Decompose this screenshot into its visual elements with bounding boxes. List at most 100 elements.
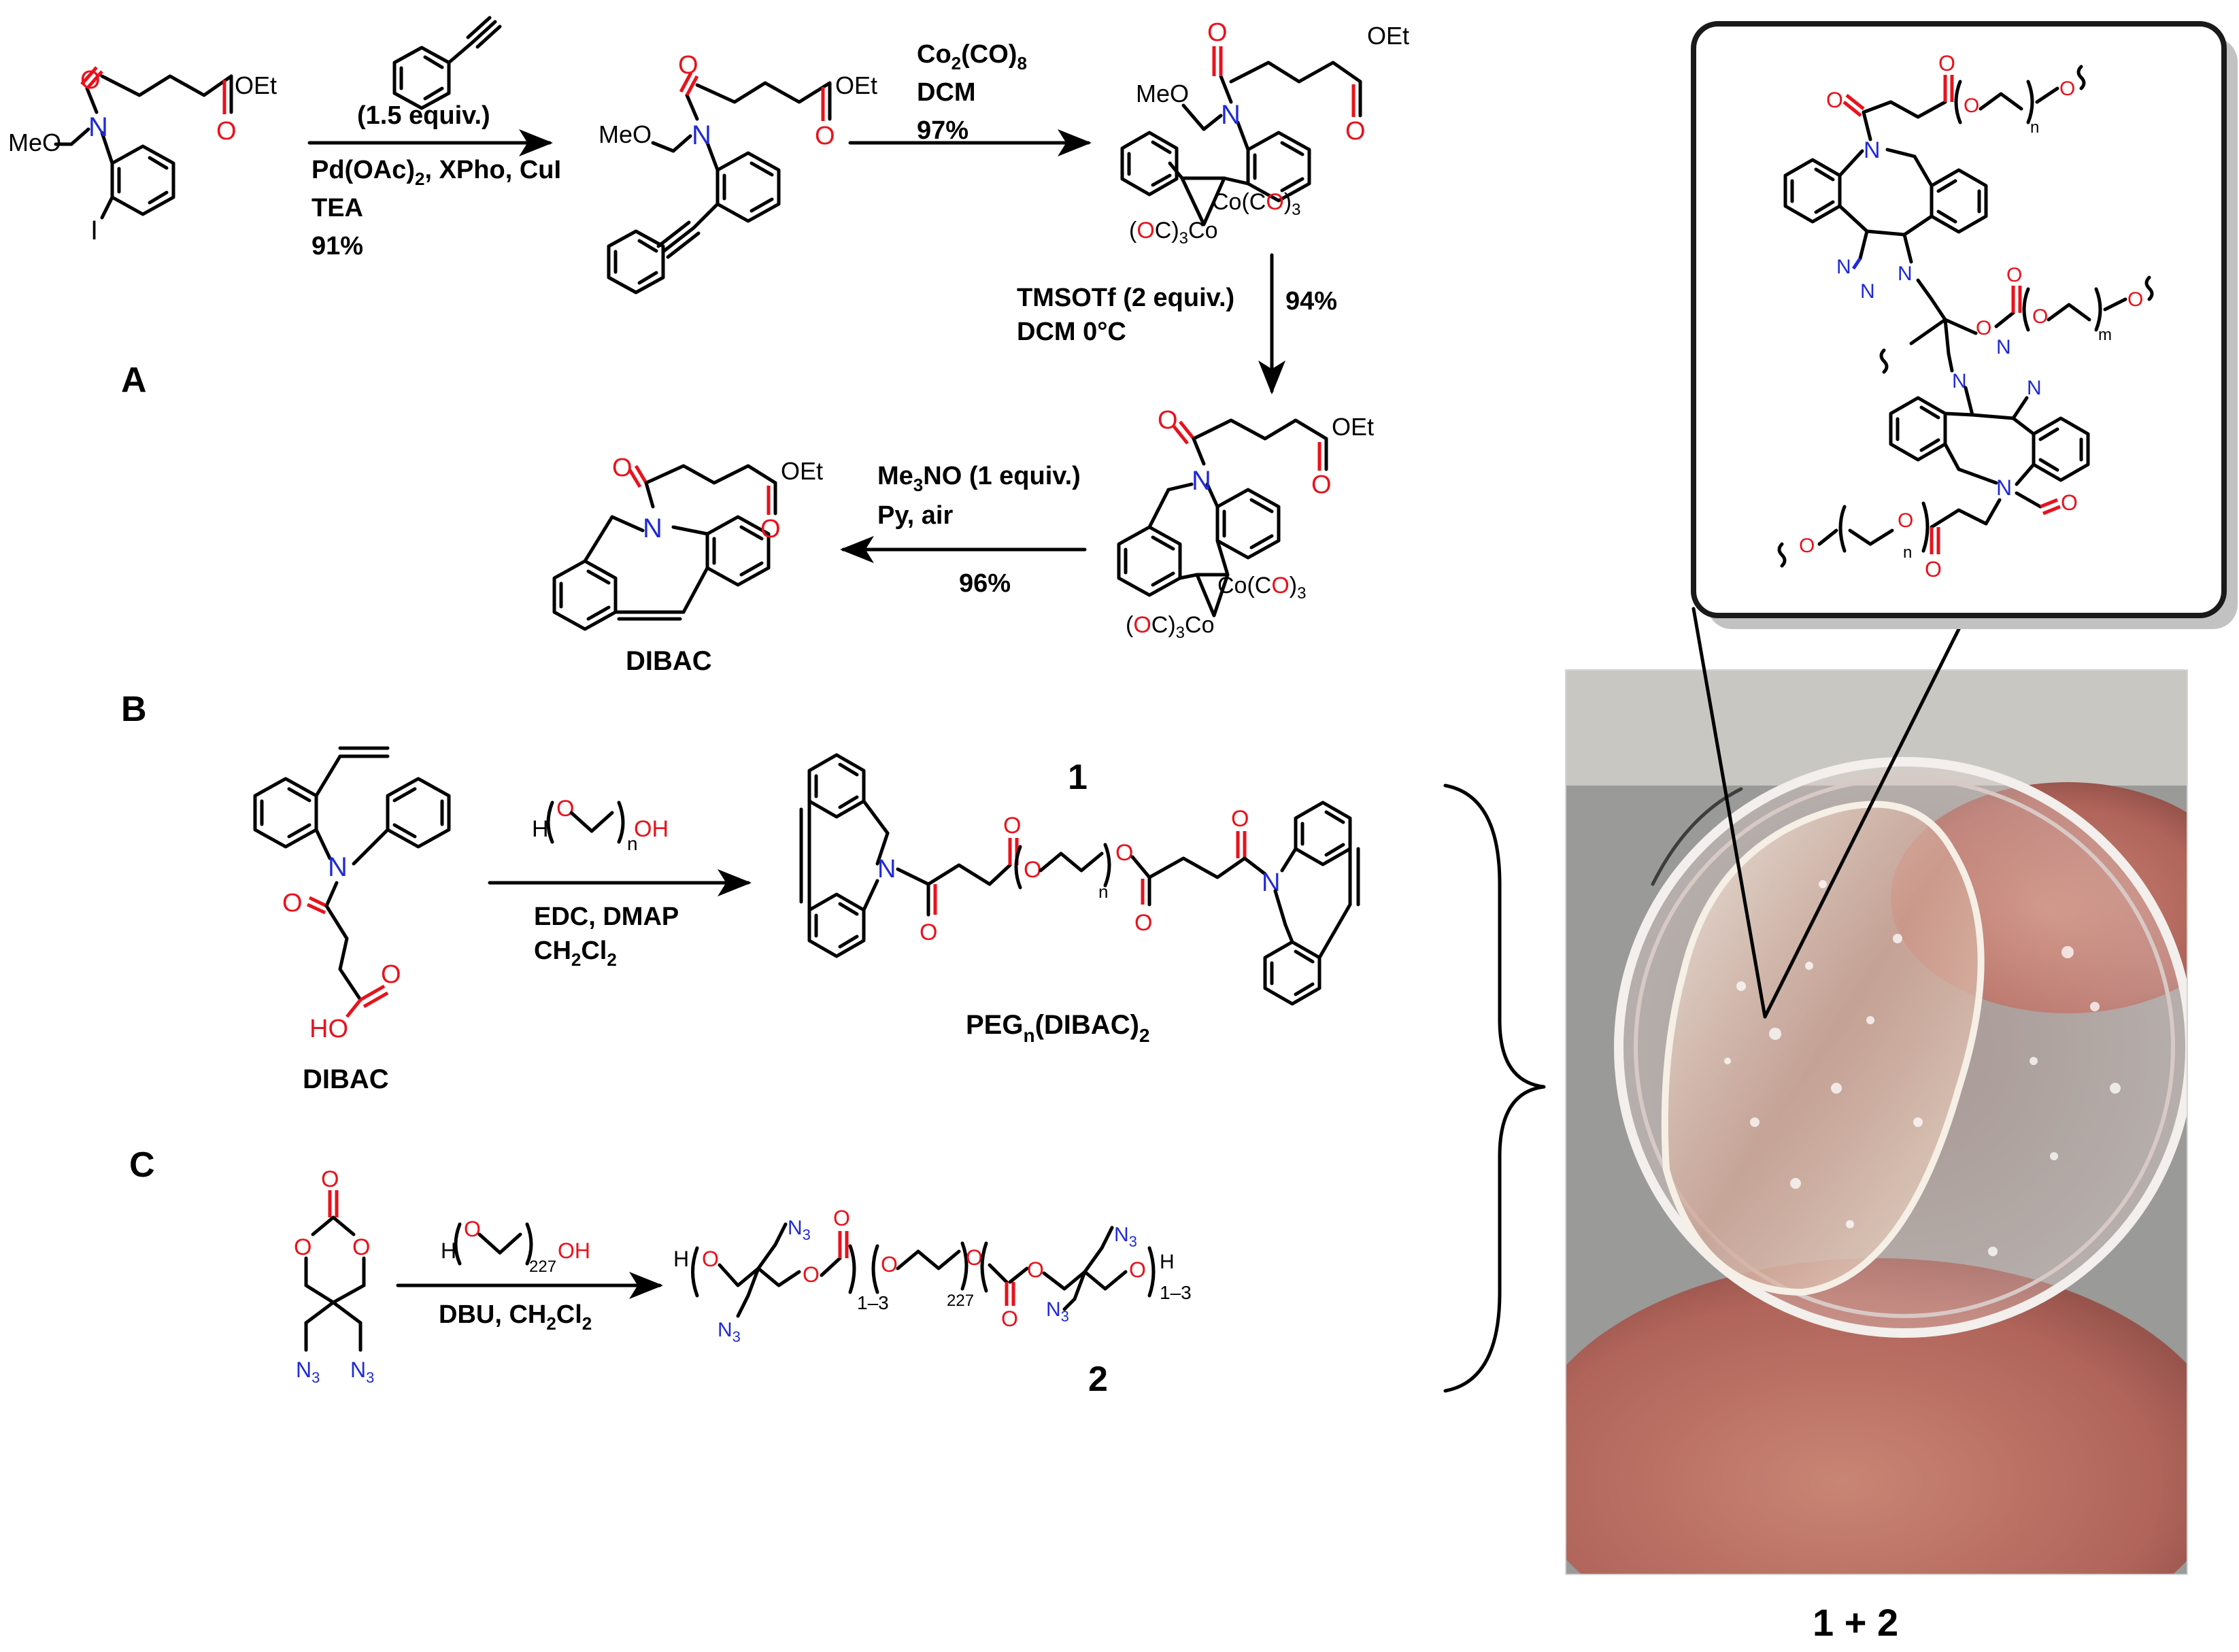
dibac-acid-reactant: N O O HO DIBAC bbox=[253, 746, 451, 1094]
n-label-b2: N bbox=[877, 855, 896, 883]
svg-text:O: O bbox=[1964, 95, 1979, 117]
reaction-arrow-2: Co2(CO)8 DCM 97% bbox=[848, 40, 1092, 156]
meo-label: MeO bbox=[8, 129, 61, 156]
svg-text:O: O bbox=[2006, 264, 2022, 286]
callout-line-left bbox=[1691, 607, 1767, 1019]
svg-text:N3: N3 bbox=[1046, 1298, 1069, 1325]
svg-text:O: O bbox=[1129, 1258, 1146, 1282]
svg-text:N3: N3 bbox=[296, 1358, 320, 1386]
panel-label-c: C bbox=[129, 1145, 155, 1185]
step2-yield: 97% bbox=[917, 116, 969, 145]
curly-brace bbox=[1443, 783, 1546, 1393]
step1-equiv: (1.5 equiv.) bbox=[357, 101, 490, 130]
svg-text:O: O bbox=[1001, 1307, 1018, 1331]
svg-text:N3: N3 bbox=[718, 1319, 741, 1345]
step4-conditions: Py, air bbox=[877, 501, 953, 530]
product-2-number: 2 bbox=[1088, 1360, 1108, 1399]
product-1-label: PEGn(DIBAC)2 bbox=[966, 1010, 1149, 1046]
svg-text:O: O bbox=[1003, 813, 1021, 839]
svg-text:O: O bbox=[80, 66, 101, 95]
svg-text:O: O bbox=[803, 1262, 820, 1287]
dibac-product-a: N O O OEt DIBAC bbox=[552, 454, 823, 676]
svg-text:Co(CO)3: Co(CO)3 bbox=[1212, 189, 1300, 219]
svg-text:N3: N3 bbox=[1114, 1224, 1137, 1250]
svg-text:O: O bbox=[1938, 51, 1955, 75]
rep-subscript-1: 1–3 bbox=[857, 1292, 889, 1313]
svg-text:O: O bbox=[833, 1206, 850, 1230]
step2-solvent: DCM bbox=[917, 78, 976, 107]
svg-text:O: O bbox=[678, 51, 698, 80]
peg-c-o: O bbox=[464, 1217, 481, 1241]
step3-yield: 94% bbox=[1285, 287, 1337, 316]
svg-text:O: O bbox=[352, 1234, 370, 1260]
svg-text:O: O bbox=[1115, 840, 1133, 866]
oet-label-2: OEt bbox=[835, 71, 877, 99]
reaction-arrow-3: TMSOTf (2 equiv.) DCM 0°C 94% bbox=[1017, 253, 1337, 394]
svg-text:O: O bbox=[966, 1245, 983, 1270]
svg-text:O: O bbox=[1311, 471, 1332, 499]
panel-label-a: A bbox=[121, 360, 147, 400]
oet-label-1: OEt bbox=[235, 71, 277, 99]
svg-text:O: O bbox=[1231, 806, 1249, 832]
peg-oh: OH bbox=[634, 816, 669, 842]
product-2-h-left: H bbox=[673, 1247, 689, 1271]
svg-text:O: O bbox=[1799, 535, 1815, 557]
amide-n-label: N bbox=[88, 112, 108, 142]
step-b-solvent: CH2Cl2 bbox=[534, 937, 617, 970]
step1-catalyst: Pd(OAc)2, XPho, CuI bbox=[312, 156, 561, 189]
svg-text:O: O bbox=[920, 920, 937, 945]
n-label-5: N bbox=[643, 513, 662, 543]
oet-label-5: OEt bbox=[781, 457, 823, 485]
svg-text:N: N bbox=[2027, 377, 2042, 399]
svg-text:O: O bbox=[294, 1234, 312, 1260]
product-1-number: 1 bbox=[1068, 758, 1088, 797]
peg-o: O bbox=[556, 796, 574, 822]
svg-text:N: N bbox=[1860, 280, 1875, 303]
n-label-4: N bbox=[1192, 466, 1211, 496]
svg-text:O: O bbox=[2127, 288, 2143, 311]
svg-text:O: O bbox=[815, 122, 835, 150]
step3-conditions: DCM 0°C bbox=[1017, 318, 1126, 346]
reaction-arrow-b: H O n OH EDC, DMAP CH2Cl2 bbox=[488, 796, 752, 970]
alkyne-intermediate: N MeO O O OEt bbox=[599, 51, 877, 294]
step3-reagent: TMSOTf (2 equiv.) bbox=[1017, 284, 1234, 312]
step1-yield: 91% bbox=[312, 232, 363, 260]
svg-text:O: O bbox=[381, 960, 401, 989]
cyclic-carbonate-monomer: O O O N3 N3 bbox=[294, 1166, 374, 1386]
meo-label-2: MeO bbox=[599, 120, 652, 148]
svg-text:227: 227 bbox=[947, 1292, 974, 1310]
svg-text:O: O bbox=[612, 454, 633, 482]
svg-text:H: H bbox=[1160, 1251, 1175, 1273]
rep-subscript-2: 1–3 bbox=[1160, 1282, 1192, 1303]
photo-frame bbox=[1565, 669, 2188, 1575]
svg-text:N: N bbox=[1996, 336, 2011, 358]
svg-text:O: O bbox=[1027, 1258, 1044, 1282]
hydrogel-gel bbox=[1661, 800, 1985, 1296]
gel-bubbles bbox=[1724, 880, 2121, 1256]
peg-c-sub: 227 bbox=[529, 1258, 556, 1276]
step-c-reagent: DBU, CH2Cl2 bbox=[439, 1300, 592, 1334]
step2-reagent: Co2(CO)8 bbox=[917, 40, 1027, 73]
ho-label: HO bbox=[309, 1015, 348, 1043]
cyclized-cobalt-complex: N O O OEt (OC)3Co Co(CO)3 bbox=[1117, 406, 1374, 642]
callout-line-right bbox=[1763, 613, 1968, 1019]
svg-text:O: O bbox=[216, 117, 237, 146]
step4-reagent: Me3NO (1 equiv.) bbox=[877, 462, 1081, 495]
svg-text:O: O bbox=[1207, 18, 1228, 47]
svg-text:N: N bbox=[1952, 370, 1967, 392]
iodo-label: I bbox=[90, 216, 98, 246]
photo-caption: 1 + 2 bbox=[1813, 1601, 1898, 1644]
inset-crosslink-structure: O O O n O N N N N bbox=[1777, 51, 2154, 581]
inset-box bbox=[1691, 21, 2227, 618]
svg-text:(OC)3Co: (OC)3Co bbox=[1126, 612, 1215, 642]
svg-text:O: O bbox=[881, 1252, 898, 1277]
svg-text:N: N bbox=[1898, 263, 1913, 285]
oet-label-3: OEt bbox=[1367, 22, 1409, 50]
peg-n: n bbox=[627, 833, 638, 854]
inset-m-sub: m bbox=[2098, 326, 2112, 344]
svg-text:(OC)3Co: (OC)3Co bbox=[1129, 218, 1218, 248]
svg-text:O: O bbox=[1158, 406, 1178, 435]
meo-label-3: MeO bbox=[1136, 80, 1189, 107]
product-1-peg-dibac2: 1 N O O O n O O O N bbox=[799, 753, 1360, 1046]
svg-text:O: O bbox=[1976, 317, 1991, 339]
